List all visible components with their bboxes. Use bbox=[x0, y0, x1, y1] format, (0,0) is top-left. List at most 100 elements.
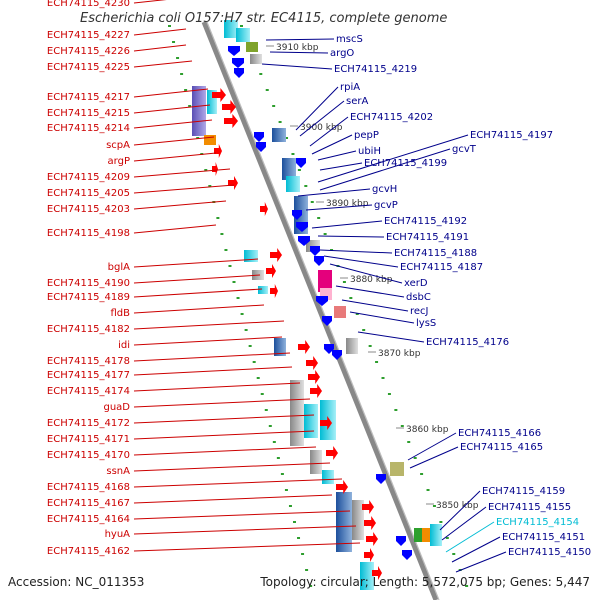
right-gene-label[interactable]: ECH74115_4187 bbox=[400, 262, 483, 273]
kbp-label: 3880 kbp bbox=[350, 275, 393, 285]
right-gene-label[interactable]: gcvP bbox=[374, 200, 398, 211]
right-label-leader bbox=[441, 506, 487, 541]
reverse-gene-arrow bbox=[332, 350, 342, 360]
left-gene-label[interactable]: ECH74115_4168 bbox=[47, 482, 130, 493]
right-gene-label[interactable]: ECH74115_4154 bbox=[496, 517, 579, 528]
right-gene-label[interactable]: ECH74115_4191 bbox=[386, 232, 469, 243]
left-gene-label[interactable]: ECH74115_4198 bbox=[47, 228, 130, 239]
right-label-leader bbox=[323, 255, 399, 268]
left-gene-label[interactable]: ECH74115_4171 bbox=[47, 434, 130, 445]
gene-block bbox=[414, 528, 422, 542]
left-gene-label[interactable]: guaD bbox=[103, 402, 130, 413]
right-label-leader bbox=[311, 134, 353, 155]
kbp-label: 3860 kbp bbox=[406, 425, 449, 435]
reverse-gene-arrow bbox=[234, 68, 244, 78]
right-gene-label[interactable]: ECH74115_4202 bbox=[350, 112, 433, 123]
right-gene-label[interactable]: ECH74115_4150 bbox=[508, 547, 591, 558]
right-gene-label[interactable]: pepP bbox=[354, 130, 379, 141]
left-label-leader bbox=[133, 478, 343, 488]
genome-backbone-highlight bbox=[206, 21, 440, 600]
right-label-leader bbox=[317, 150, 357, 161]
left-gene-label[interactable]: ECH74115_4226 bbox=[47, 46, 130, 57]
left-gene-label[interactable]: ECH74115_4189 bbox=[47, 292, 130, 303]
left-gene-label[interactable]: ECH74115_4164 bbox=[47, 514, 130, 525]
reverse-gene-arrow bbox=[316, 296, 328, 306]
left-label-leader bbox=[133, 320, 285, 330]
right-label-leader bbox=[295, 86, 339, 131]
right-gene-label[interactable]: ECH74115_4192 bbox=[384, 216, 467, 227]
gene-block bbox=[258, 286, 268, 294]
left-gene-label[interactable]: fldB bbox=[110, 308, 130, 319]
reverse-gene-arrow bbox=[396, 536, 406, 546]
gene-block bbox=[334, 306, 346, 318]
right-label-leader bbox=[341, 299, 409, 312]
left-gene-label[interactable]: scpA bbox=[106, 140, 130, 151]
forward-gene-arrow bbox=[364, 548, 374, 562]
left-gene-label[interactable]: hyuA bbox=[105, 529, 131, 540]
right-label-leader bbox=[357, 331, 425, 343]
right-gene-label[interactable]: gcvH bbox=[372, 184, 397, 195]
genome-summary-text: Topology: circular; Length: 5,572,075 bp… bbox=[259, 575, 590, 589]
right-gene-label[interactable]: lysS bbox=[416, 318, 436, 329]
right-gene-label[interactable]: ECH74115_4165 bbox=[460, 442, 543, 453]
right-label-leader bbox=[319, 148, 451, 191]
left-gene-label[interactable]: ECH74115_4170 bbox=[47, 450, 130, 461]
left-gene-label[interactable]: idi bbox=[118, 340, 130, 351]
left-gene-label[interactable]: bglA bbox=[108, 262, 130, 273]
genome-backbone bbox=[201, 21, 439, 600]
right-gene-label[interactable]: argO bbox=[330, 48, 354, 59]
left-gene-label[interactable]: ECH74115_4227 bbox=[47, 30, 130, 41]
left-gene-label[interactable]: ECH74115_4230 bbox=[47, 0, 130, 9]
right-gene-label[interactable]: ubiH bbox=[358, 146, 381, 157]
right-label-leader bbox=[455, 551, 507, 573]
gene-block bbox=[310, 450, 322, 474]
right-gene-label[interactable]: ECH74115_4197 bbox=[470, 130, 553, 141]
left-gene-label[interactable]: ECH74115_4177 bbox=[47, 370, 130, 381]
right-gene-label[interactable]: recJ bbox=[410, 306, 429, 317]
kbp-label: 3870 kbp bbox=[378, 349, 421, 359]
gene-block bbox=[360, 562, 374, 590]
gene-block bbox=[236, 28, 250, 42]
left-gene-label[interactable]: ECH74115_4172 bbox=[47, 418, 130, 429]
right-gene-label[interactable]: ECH74115_4159 bbox=[482, 486, 565, 497]
left-gene-label[interactable]: ECH74115_4178 bbox=[47, 356, 130, 367]
left-gene-label[interactable]: ECH74115_4190 bbox=[47, 278, 130, 289]
kbp-label: 3890 kbp bbox=[326, 199, 369, 209]
left-gene-label[interactable]: ECH74115_4217 bbox=[47, 92, 130, 103]
gene-block bbox=[250, 54, 262, 64]
left-gene-label[interactable]: ECH74115_4215 bbox=[47, 108, 130, 119]
left-gene-label[interactable]: ECH74115_4225 bbox=[47, 62, 130, 73]
forward-gene-arrow bbox=[214, 144, 222, 158]
left-gene-label[interactable]: ECH74115_4162 bbox=[47, 546, 130, 557]
left-label-leader bbox=[133, 200, 227, 210]
left-gene-label[interactable]: ECH74115_4209 bbox=[47, 172, 130, 183]
left-gene-label[interactable]: ECH74115_4167 bbox=[47, 498, 130, 509]
left-label-leader bbox=[133, 152, 217, 162]
right-gene-label[interactable]: ECH74115_4155 bbox=[488, 502, 571, 513]
kbp-label: 3910 kbp bbox=[276, 43, 319, 53]
right-gene-label[interactable]: ECH74115_4188 bbox=[394, 248, 477, 259]
right-gene-label[interactable]: ECH74115_4151 bbox=[502, 532, 585, 543]
right-gene-label[interactable]: rpiA bbox=[340, 82, 360, 93]
reverse-gene-arrow bbox=[376, 474, 386, 484]
right-label-leader bbox=[309, 116, 349, 147]
right-gene-label[interactable]: serA bbox=[346, 96, 368, 107]
right-gene-label[interactable]: ECH74115_4176 bbox=[426, 337, 509, 348]
right-gene-label[interactable]: xerD bbox=[404, 278, 428, 289]
right-gene-label[interactable]: dsbC bbox=[406, 292, 431, 303]
left-gene-label[interactable]: ECH74115_4214 bbox=[47, 123, 130, 134]
left-gene-label[interactable]: ECH74115_4205 bbox=[47, 188, 130, 199]
left-gene-label[interactable]: ECH74115_4174 bbox=[47, 386, 130, 397]
right-gene-label[interactable]: ECH74115_4166 bbox=[458, 428, 541, 439]
left-gene-label[interactable]: ECH74115_4182 bbox=[47, 324, 130, 335]
reverse-gene-arrow bbox=[292, 210, 302, 220]
left-gene-label[interactable]: ssnA bbox=[106, 466, 130, 477]
left-gene-label[interactable]: argP bbox=[108, 156, 130, 167]
left-gene-label[interactable]: ECH74115_4203 bbox=[47, 204, 130, 215]
forward-gene-arrow bbox=[270, 284, 278, 298]
right-gene-label[interactable]: gcvT bbox=[452, 144, 477, 155]
reverse-gene-arrow bbox=[314, 256, 324, 266]
right-gene-label[interactable]: mscS bbox=[336, 34, 363, 45]
right-gene-label[interactable]: ECH74115_4219 bbox=[334, 64, 417, 75]
gene-block bbox=[272, 128, 286, 142]
